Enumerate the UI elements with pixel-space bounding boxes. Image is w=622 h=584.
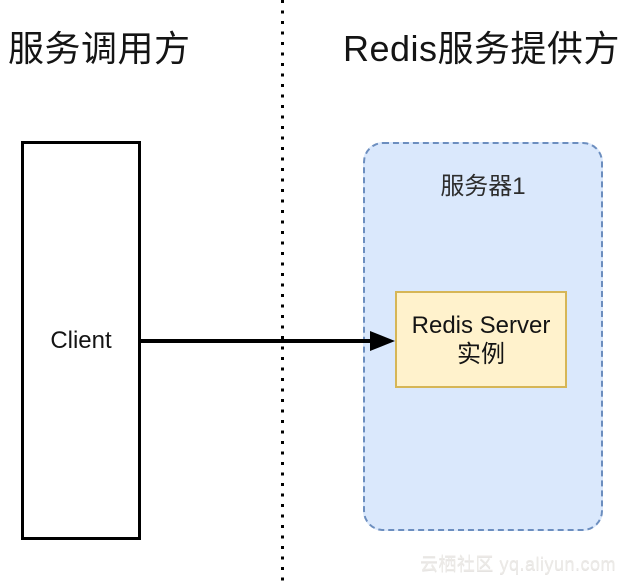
vertical-dotted-divider bbox=[281, 0, 284, 584]
section-title-redis-provider: Redis服务提供方 bbox=[343, 28, 621, 69]
watermark-text: 云栖社区 yq.aliyun.com bbox=[419, 554, 616, 574]
redis-server-node: Redis Server 实例 bbox=[395, 291, 567, 388]
section-title-service-caller: 服务调用方 bbox=[8, 28, 191, 69]
server-group-label: 服务器1 bbox=[440, 173, 526, 200]
client-to-redis-arrow bbox=[138, 331, 395, 351]
client-node: Client bbox=[21, 141, 141, 540]
redis-node-label-line1: Redis Server bbox=[411, 311, 551, 339]
client-node-label: Client bbox=[50, 326, 112, 354]
redis-node-label-line2: 实例 bbox=[457, 340, 505, 368]
arrow-head bbox=[370, 331, 395, 351]
